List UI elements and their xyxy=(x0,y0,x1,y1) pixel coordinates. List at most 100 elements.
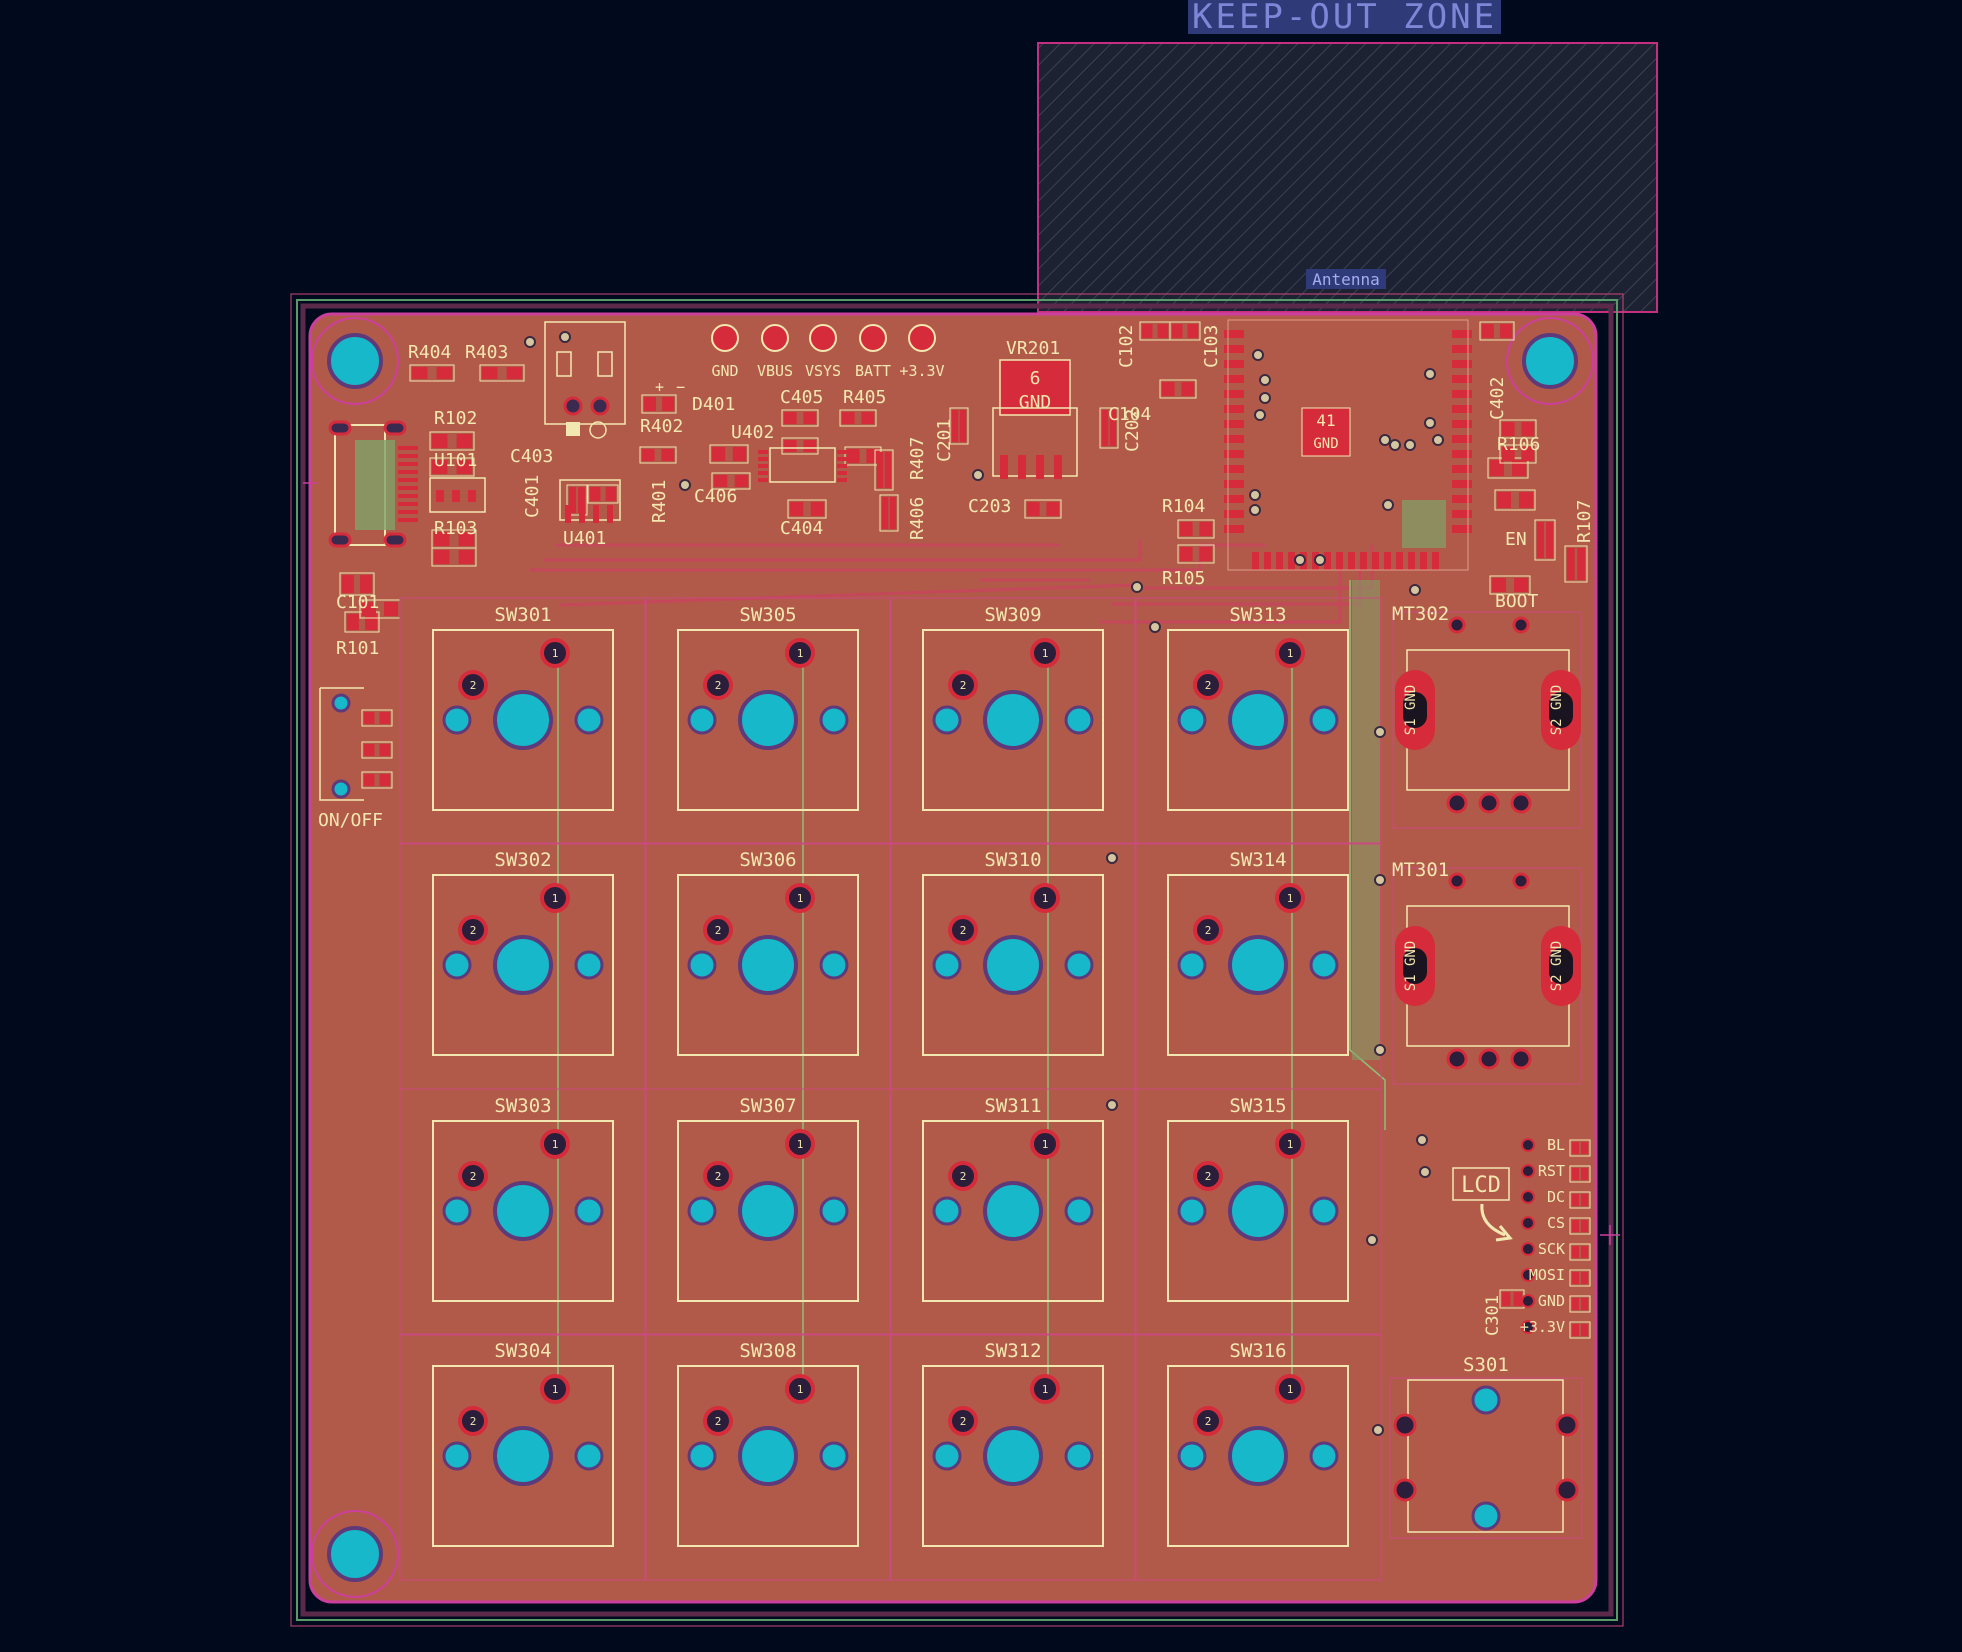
via xyxy=(1382,499,1394,511)
lcd-arrow-icon xyxy=(1480,1203,1506,1237)
test-point[interactable]: VSYS xyxy=(805,324,841,380)
keyswitch-pin-number: 2 xyxy=(470,924,477,937)
test-point[interactable]: VBUS xyxy=(757,324,793,380)
mounting-hole[interactable] xyxy=(311,317,399,405)
smd-component[interactable] xyxy=(361,771,393,789)
ic-u101[interactable] xyxy=(429,477,486,513)
smd-component[interactable] xyxy=(361,741,393,759)
module-pad xyxy=(1224,525,1244,533)
tactile-switch-s301[interactable]: S301 xyxy=(1389,1354,1583,1539)
smd-component[interactable] xyxy=(1177,519,1215,539)
keyswitch-pin-pad xyxy=(458,915,488,945)
smd-component[interactable] xyxy=(1487,457,1529,479)
smd-component[interactable] xyxy=(1494,489,1536,511)
smd-component[interactable] xyxy=(839,409,877,427)
smd-component[interactable] xyxy=(1499,419,1537,439)
smd-component[interactable] xyxy=(1177,544,1215,564)
smd-component[interactable] xyxy=(641,394,677,414)
silkscreen-label-c402: C402 xyxy=(1487,377,1508,420)
smd-component[interactable] xyxy=(361,709,393,727)
smd-component[interactable] xyxy=(1024,499,1062,519)
smd-component[interactable] xyxy=(429,457,475,477)
smd-component[interactable] xyxy=(1569,1139,1591,1157)
smd-component[interactable] xyxy=(709,444,749,464)
smd-component[interactable] xyxy=(949,407,969,445)
usb-pin xyxy=(398,446,418,450)
smd-component[interactable] xyxy=(1564,545,1588,583)
battery-connector[interactable] xyxy=(544,321,626,439)
smd-component[interactable] xyxy=(1099,407,1119,449)
smd-component[interactable] xyxy=(431,547,477,567)
usb-pin xyxy=(398,470,418,474)
smd-component[interactable] xyxy=(711,472,751,490)
smd-component[interactable] xyxy=(339,572,375,596)
smd-component[interactable] xyxy=(409,364,455,382)
smd-component[interactable] xyxy=(1499,444,1537,464)
smd-component[interactable] xyxy=(1159,379,1197,399)
smd-component[interactable] xyxy=(639,446,677,464)
smd-component[interactable] xyxy=(1569,1217,1591,1235)
ic-u401[interactable] xyxy=(559,479,621,523)
smd-component[interactable] xyxy=(1569,1243,1591,1261)
ic-u402[interactable] xyxy=(758,447,847,483)
usb-connector[interactable] xyxy=(328,420,418,548)
component-pad xyxy=(1572,1194,1579,1206)
smd-component[interactable] xyxy=(1569,1191,1591,1209)
smd-component[interactable] xyxy=(479,364,525,382)
test-point[interactable]: BATT xyxy=(855,324,891,380)
smd-component[interactable] xyxy=(431,529,477,549)
smd-component[interactable] xyxy=(781,437,819,455)
smd-component[interactable] xyxy=(1169,321,1201,341)
smd-component[interactable] xyxy=(1569,1269,1591,1287)
smd-component[interactable] xyxy=(1569,1321,1591,1339)
smd-component[interactable] xyxy=(787,499,827,519)
smd-component[interactable] xyxy=(1489,575,1531,595)
smd-component[interactable] xyxy=(879,494,899,532)
component-pad xyxy=(1581,1272,1588,1284)
smd-component[interactable] xyxy=(429,431,475,451)
component-outline xyxy=(1489,575,1531,595)
smd-component[interactable] xyxy=(566,484,588,516)
component-pad xyxy=(1142,324,1153,338)
component-pad xyxy=(662,397,674,411)
mounting-hole[interactable] xyxy=(311,1510,399,1598)
keepout-zone-area[interactable] xyxy=(1037,42,1658,313)
smd-component[interactable] xyxy=(844,446,882,466)
test-point[interactable]: GND xyxy=(711,324,739,380)
smd-component[interactable] xyxy=(874,449,894,491)
test-point[interactable]: +3.3V xyxy=(899,324,945,380)
silkscreen-label-r104: R104 xyxy=(1162,496,1205,517)
power-switch[interactable] xyxy=(319,687,364,801)
smd-component[interactable] xyxy=(781,409,819,427)
mounting-hole[interactable] xyxy=(1506,317,1594,405)
keyswitch-peg-hole xyxy=(932,1196,962,1226)
smd-component[interactable] xyxy=(1479,321,1515,341)
smd-component[interactable] xyxy=(1534,519,1556,561)
ic-pin xyxy=(758,471,768,475)
smd-component[interactable] xyxy=(1569,1295,1591,1313)
smd-component[interactable] xyxy=(1569,1165,1591,1183)
smd-component[interactable] xyxy=(587,484,619,504)
